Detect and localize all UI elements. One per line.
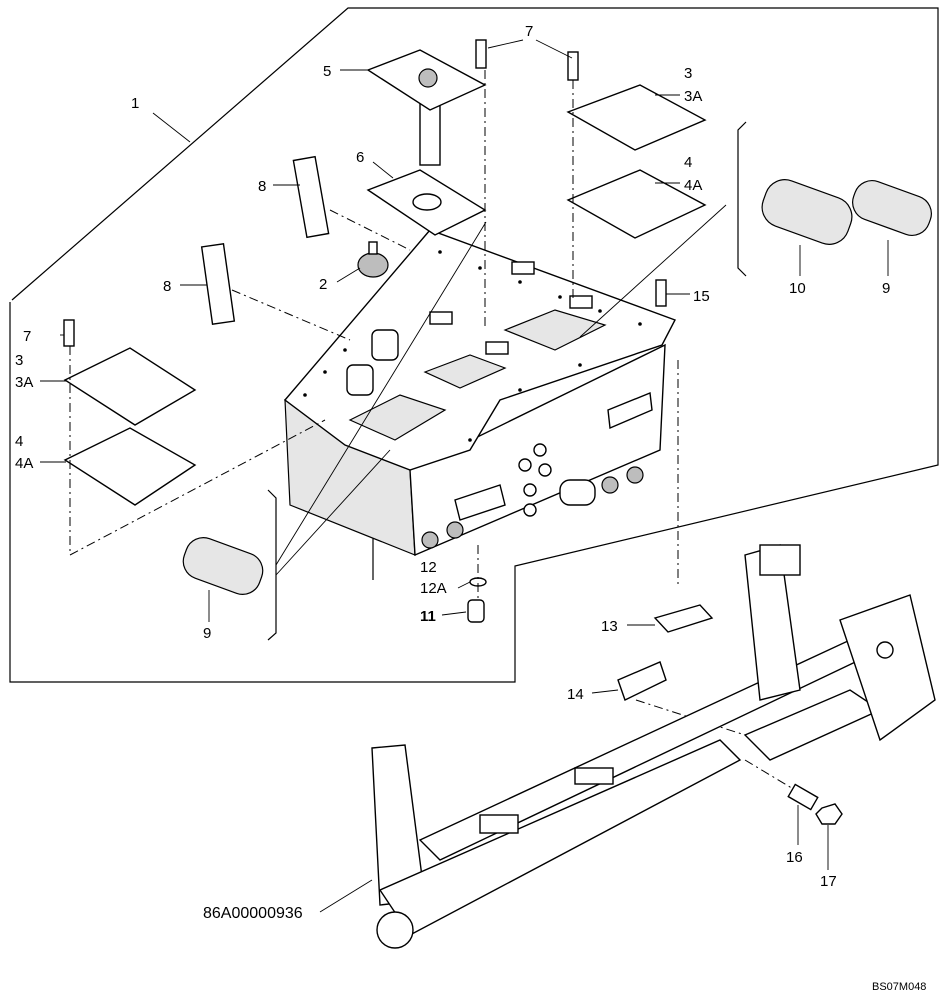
exploded-view-boundary	[9, 7, 939, 683]
frame-chassis	[371, 544, 936, 949]
callout-8-lower: 8	[163, 278, 171, 295]
callout-16: 16	[786, 849, 803, 866]
callout-3A-left: 3A	[15, 374, 33, 391]
cover-plate-left-upper	[63, 347, 197, 426]
callout-9-right: 9	[882, 280, 890, 297]
cover-plate-right-lower	[566, 169, 707, 239]
shim-13	[653, 604, 714, 633]
sight-gauge-upper	[292, 155, 330, 239]
drawing-code: BS07M048	[872, 981, 926, 993]
callout-5: 5	[323, 63, 331, 80]
fitting-11	[467, 599, 485, 623]
callout-4A-right: 4A	[684, 177, 702, 194]
callout-14: 14	[567, 686, 584, 703]
filter-element-10	[761, 179, 853, 245]
callout-15: 15	[693, 288, 710, 305]
nut-17	[815, 803, 843, 825]
callout-13: 13	[601, 618, 618, 635]
bolt-7-top-left	[475, 39, 487, 69]
callout-11: 11	[420, 608, 436, 625]
callout-6: 6	[356, 149, 364, 166]
callout-3A-right: 3A	[684, 88, 702, 105]
callout-17: 17	[820, 873, 837, 890]
filter-element-9-right	[852, 179, 932, 237]
bolt-7-left	[63, 319, 75, 347]
leader-lines	[40, 39, 889, 913]
sight-gauge-lower	[200, 243, 236, 325]
cover-plate-right-upper	[566, 84, 707, 151]
callout-7-top: 7	[525, 23, 533, 40]
callout-4-right: 4	[684, 154, 692, 171]
bolt-15	[655, 279, 667, 307]
callout-4A-left: 4A	[15, 455, 33, 472]
callout-12A: 12A	[420, 580, 447, 597]
breather-cap	[357, 241, 389, 278]
callout-3-left: 3	[15, 352, 23, 369]
callout-8-upper: 8	[258, 178, 266, 195]
callout-12: 12	[420, 559, 437, 576]
callout-7-left: 7	[23, 328, 31, 345]
filter-element-9-left	[182, 537, 264, 595]
callout-3-right: 3	[684, 65, 692, 82]
bolt-16	[787, 783, 819, 811]
reference-code: 86A00000936	[203, 905, 303, 922]
strainer-small-b	[346, 364, 374, 396]
clip-14	[617, 661, 667, 701]
cover-plate-left-lower	[63, 427, 197, 506]
callout-2: 2	[319, 276, 327, 293]
callout-4-left: 4	[15, 433, 23, 450]
callout-9-left: 9	[203, 625, 211, 642]
callout-1: 1	[131, 95, 139, 112]
bolt-7-top-right	[567, 51, 579, 81]
strainer-small-a	[371, 329, 399, 361]
callout-10: 10	[789, 280, 806, 297]
hydraulic-tank	[283, 229, 676, 557]
gasket-plate-6	[366, 169, 487, 236]
section-brackets	[267, 121, 747, 641]
filler-plate-5	[366, 49, 487, 166]
